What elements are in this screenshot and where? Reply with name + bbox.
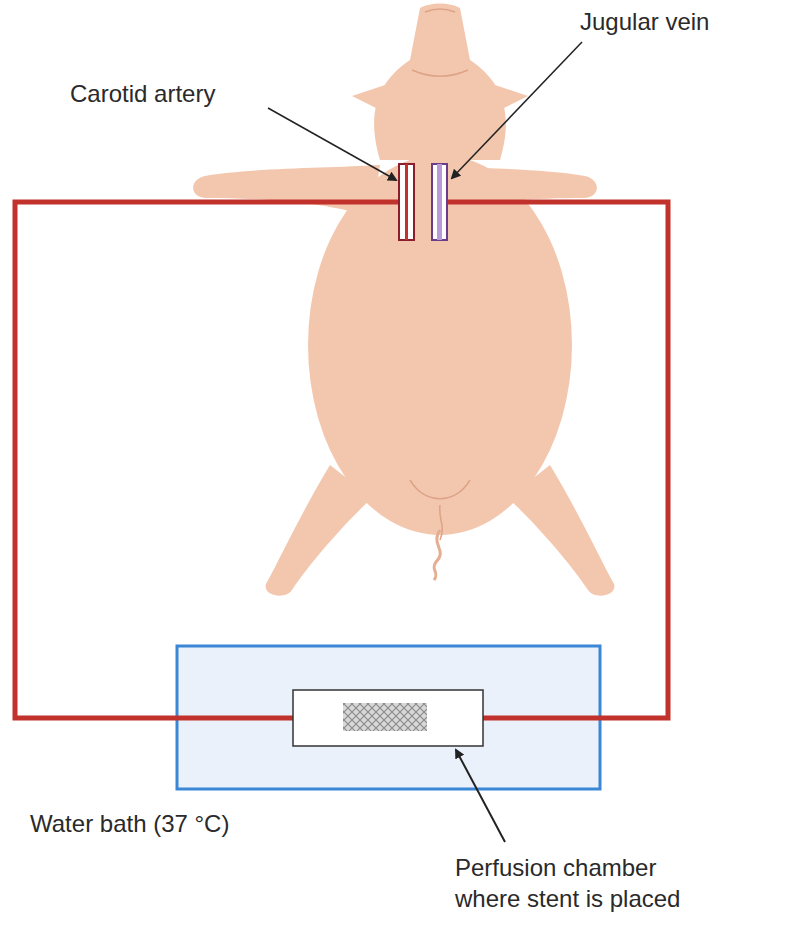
pig-shading bbox=[410, 9, 470, 540]
callout-label: Perfusion chamber where stent is placed bbox=[455, 852, 710, 914]
stent bbox=[343, 703, 427, 731]
leader-line bbox=[456, 750, 505, 842]
bath-region: Water bath (37 °C) bbox=[177, 646, 600, 789]
pig bbox=[193, 4, 614, 596]
perfusion-chamber bbox=[293, 690, 483, 746]
artery-lumen bbox=[405, 164, 408, 240]
stent-mesh bbox=[343, 703, 427, 731]
pig-tail bbox=[434, 530, 440, 580]
callout-label: Carotid artery bbox=[70, 78, 290, 109]
carotid-artery bbox=[399, 164, 414, 240]
leader-line bbox=[452, 42, 582, 178]
node-label: Water bath (37 °C) bbox=[30, 808, 229, 839]
callout-label: Jugular vein bbox=[580, 6, 780, 37]
vein-lumen bbox=[437, 164, 442, 240]
tubing bbox=[15, 202, 668, 718]
jugular-vein bbox=[432, 164, 447, 240]
leader-line bbox=[268, 108, 396, 180]
